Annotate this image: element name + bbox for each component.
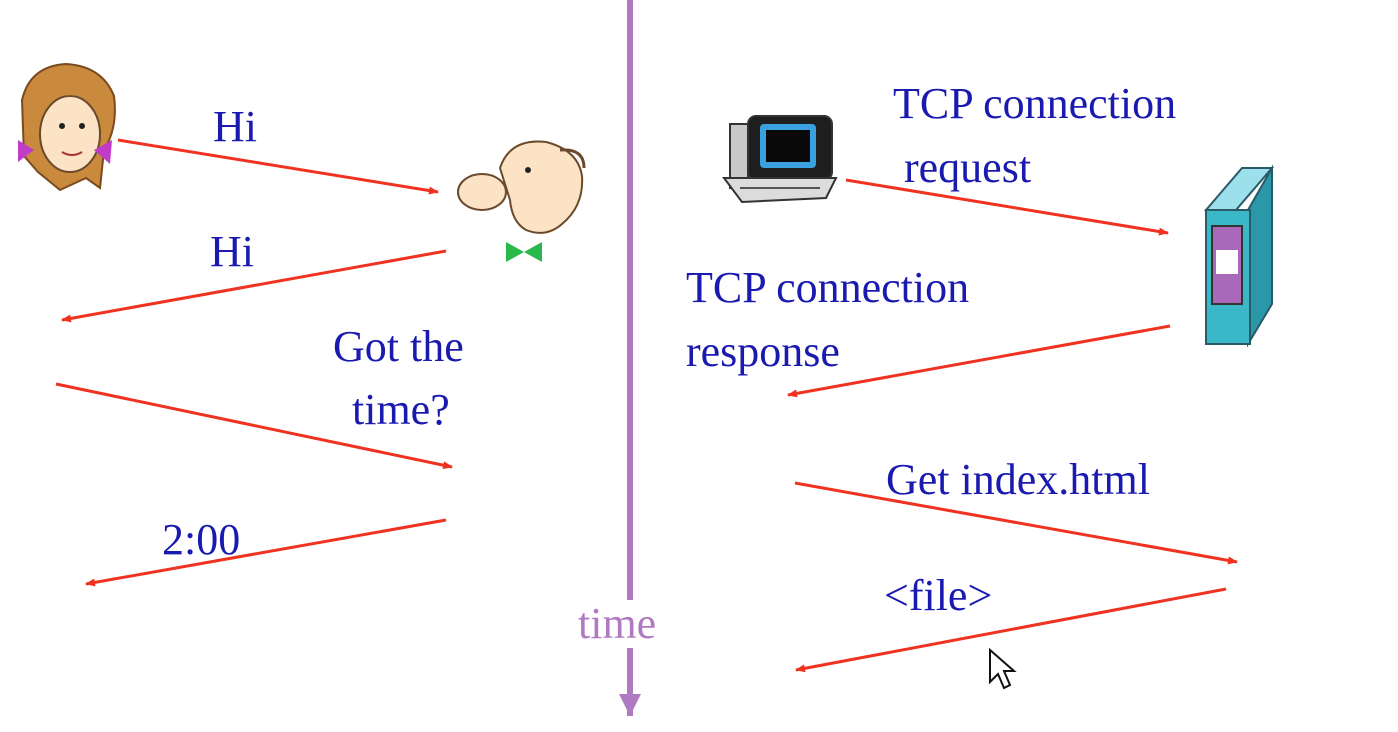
arrow-file-reply — [795, 587, 1227, 673]
message-tcp-response-line1: TCP connection — [686, 263, 970, 312]
server-icon — [1203, 164, 1275, 348]
message-hi-request: Hi — [213, 102, 257, 151]
message-got-the-line1: Got the — [333, 322, 464, 371]
message-time-reply: 2:00 — [162, 515, 241, 564]
message-hi-reply: Hi — [210, 227, 254, 276]
arrow-time-request — [55, 382, 453, 470]
arrow-hi-reply — [61, 249, 447, 323]
arrow-time-reply — [85, 518, 447, 587]
message-get-index: Get index.html — [886, 455, 1150, 504]
mouse-cursor-icon — [989, 647, 1017, 690]
timeline-arrowhead — [619, 694, 641, 716]
girl-icon — [18, 62, 116, 192]
computer-icon — [722, 115, 838, 204]
arrow-tcp-request — [845, 178, 1169, 236]
message-tcp-request-line1: TCP connection — [893, 79, 1177, 128]
message-tcp-request-line2: request — [904, 143, 1032, 192]
man-icon — [457, 140, 586, 262]
arrow-tcp-response — [787, 324, 1171, 398]
arrow-get-request — [794, 481, 1238, 565]
timeline-label: time — [578, 599, 657, 648]
message-got-the-line2: time? — [352, 385, 450, 434]
arrow-hi-request — [117, 138, 439, 195]
message-file: <file> — [884, 571, 993, 620]
message-tcp-response-line2: response — [686, 327, 840, 376]
